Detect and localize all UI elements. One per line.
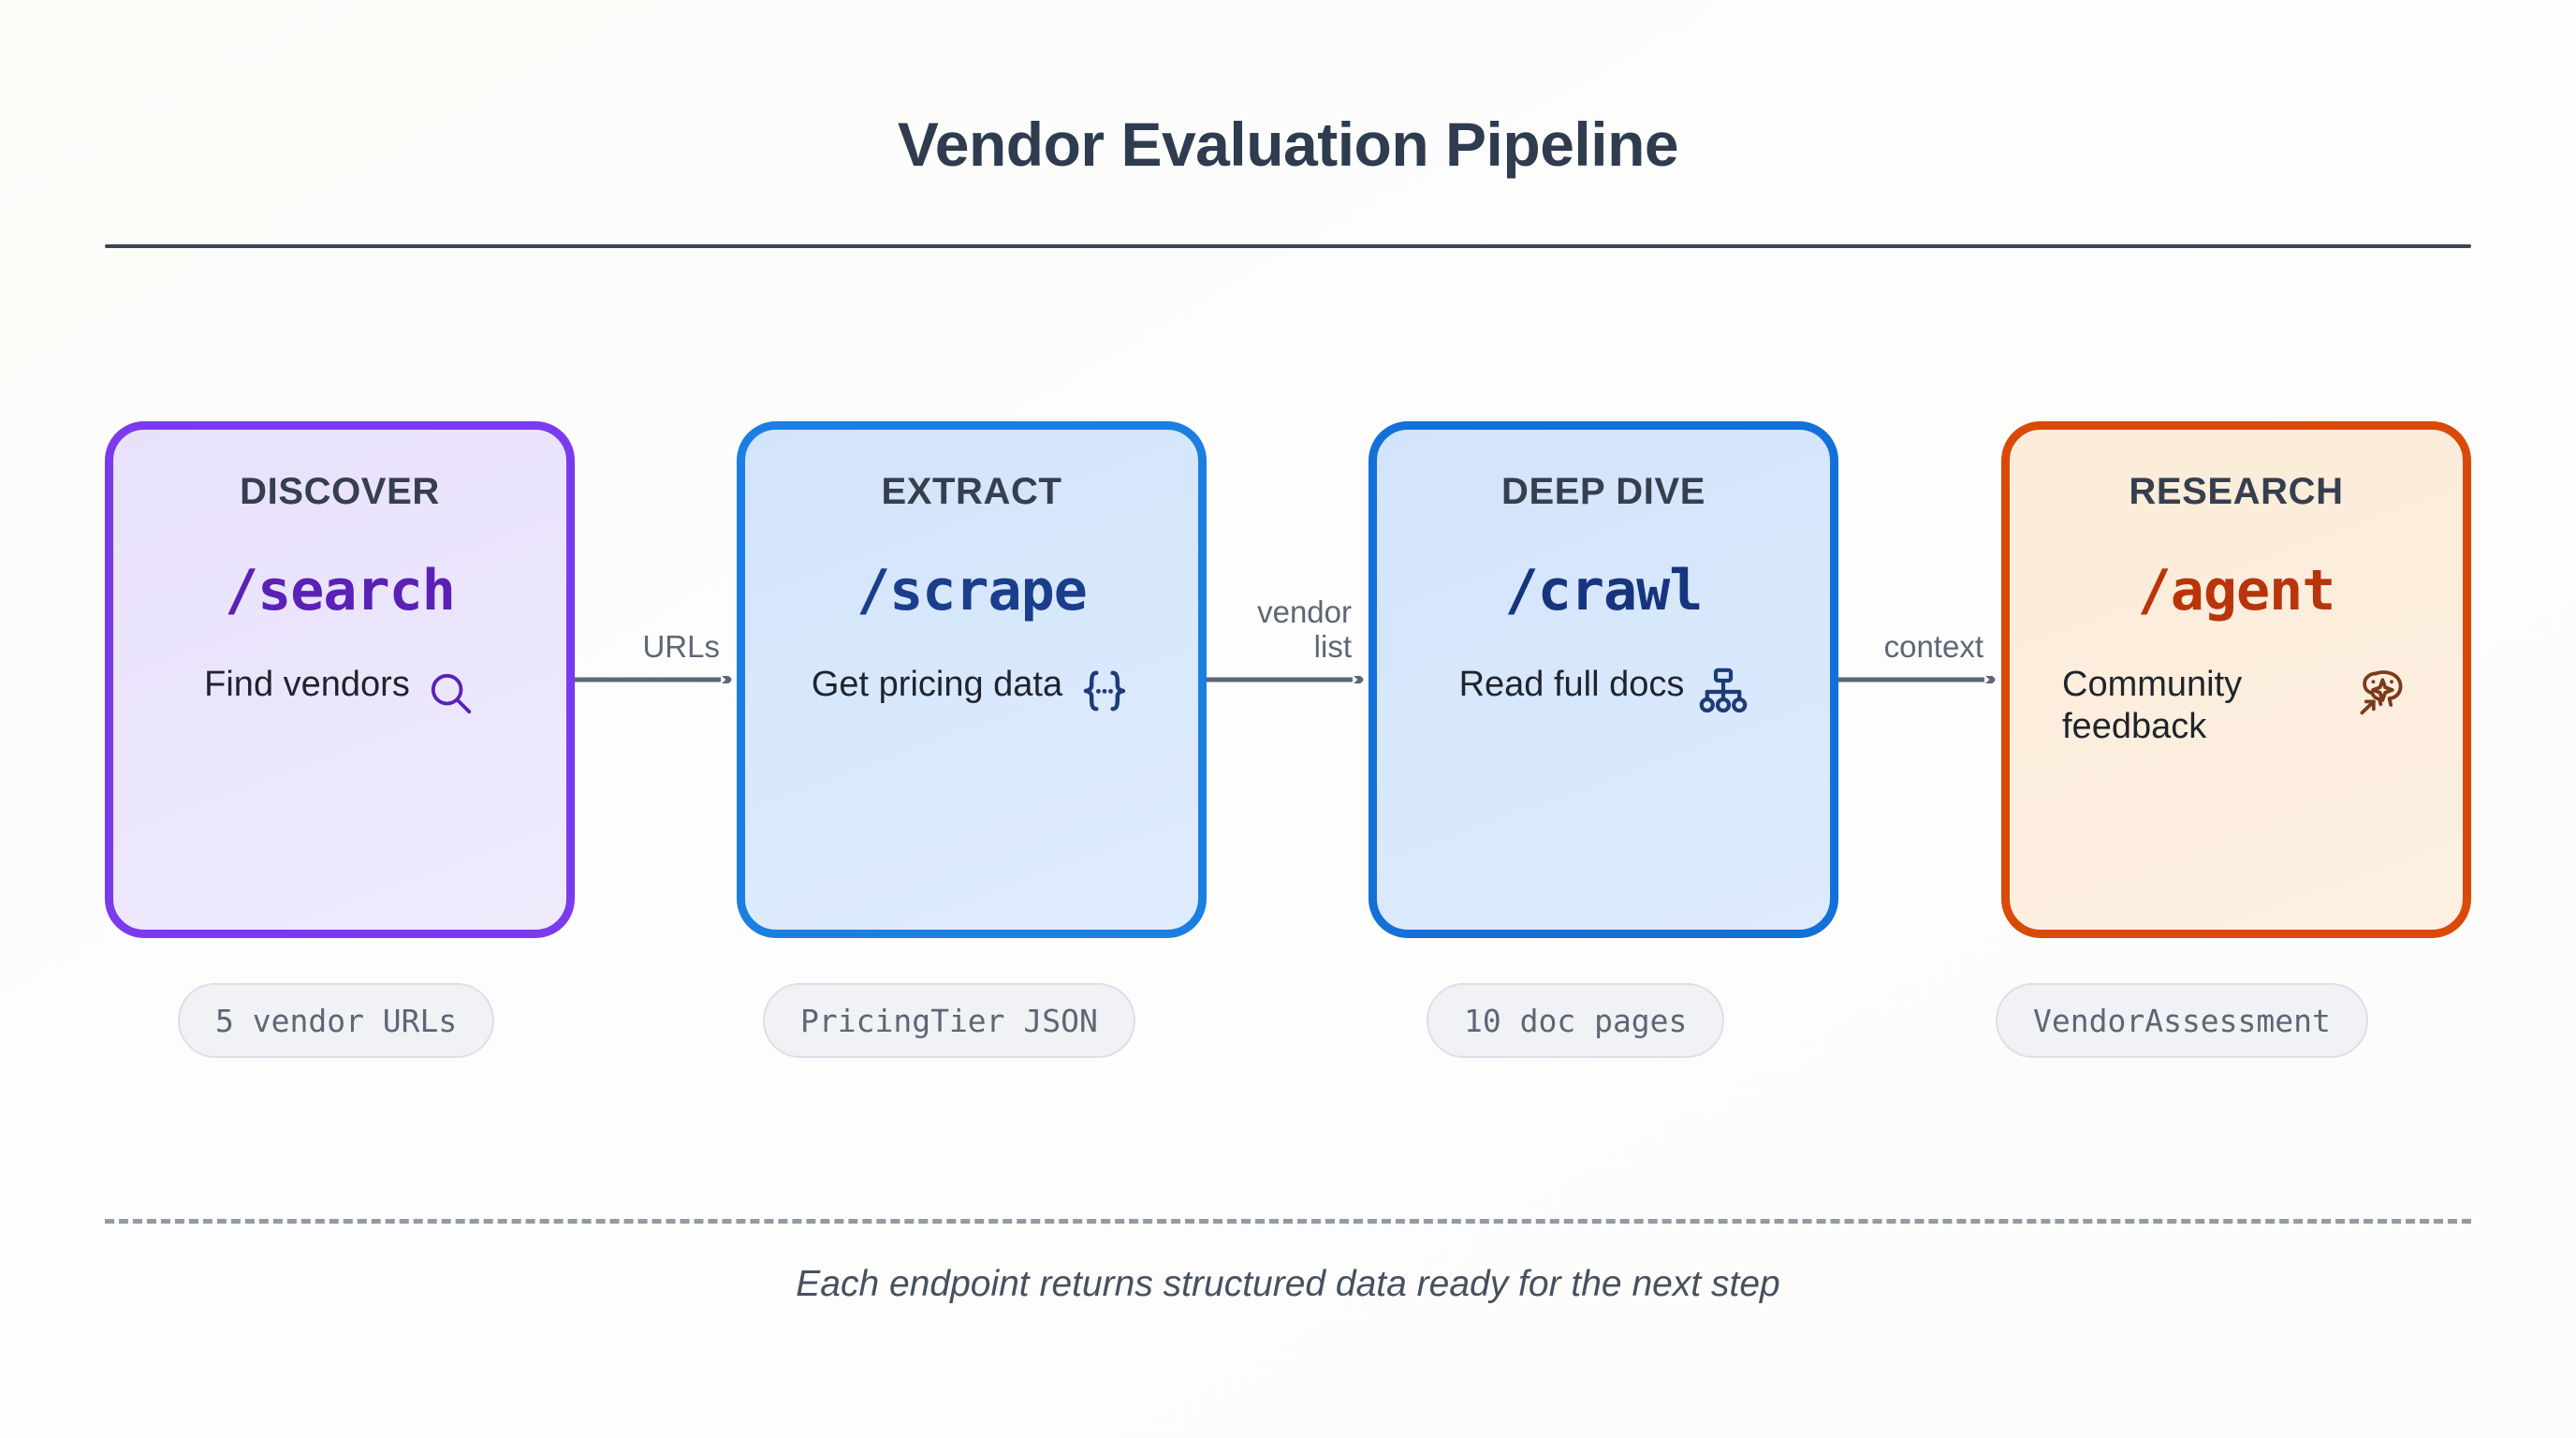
stage-description: Find vendors [204, 665, 410, 704]
stage-kicker: RESEARCH [2129, 471, 2344, 512]
stage-kicker: DEEP DIVE [1500, 471, 1706, 512]
stage-output-badge: 5 vendor URLs [178, 983, 495, 1058]
page-title: Vendor Evaluation Pipeline [897, 110, 1679, 179]
stage-output-badge: 10 doc pages [1427, 983, 1725, 1058]
stage-endpoint: /search [225, 558, 456, 624]
connector-extract-deepdive: vendor list [1207, 421, 1368, 938]
pipeline-stage-discover[interactable]: DISCOVER /search Find vendors [105, 421, 575, 938]
brain-sparkle-icon [2358, 668, 2410, 721]
connector-label: context [1883, 629, 1983, 665]
title-block: Vendor Evaluation Pipeline [0, 110, 2576, 179]
stage-endpoint: /scrape [856, 558, 1088, 624]
arrow-icon [1838, 676, 1996, 683]
stage-description: Community feedback [2062, 665, 2243, 746]
arrow-icon [575, 676, 732, 683]
connector-label: vendor list [1257, 594, 1352, 665]
stage-description-row: Read full docs [1414, 664, 1793, 719]
stage-description-row: Community feedback [2047, 664, 2425, 748]
stage-output-badge: PricingTier JSON [763, 983, 1135, 1058]
magnifier-icon [425, 668, 476, 723]
stage-description: Get pricing data [811, 665, 1063, 704]
sitemap-icon [1699, 668, 1748, 719]
connector-discover-extract: URLs [575, 421, 737, 938]
pipeline-stage-research[interactable]: RESEARCH /agent Community feedback [2001, 421, 2471, 938]
arrow-icon [1207, 676, 1364, 683]
stage-kicker: DISCOVER [240, 471, 440, 512]
stage-description-row: Get pricing data [783, 664, 1161, 719]
stage-endpoint: /agent [2137, 558, 2336, 624]
footer-note: Each endpoint returns structured data re… [796, 1264, 1780, 1304]
stage-endpoint: /crawl [1504, 558, 1704, 624]
stage-outputs-row: 5 vendor URLs PricingTier JSON 10 doc pa… [105, 983, 2471, 1058]
pipeline-row: DISCOVER /search Find vendors URLs [105, 421, 2471, 938]
connector-deepdive-research: context [1838, 421, 2000, 938]
title-divider [105, 244, 2471, 248]
stage-description-row: Find vendors [151, 664, 529, 723]
footer-divider [105, 1219, 2471, 1224]
connector-label: URLs [642, 629, 720, 665]
json-braces-icon [1077, 668, 1132, 719]
stage-description: Read full docs [1458, 665, 1685, 704]
stage-output-badge: VendorAssessment [1996, 983, 2368, 1058]
pipeline-stage-deep-dive[interactable]: DEEP DIVE /crawl Read full docs [1368, 421, 1838, 938]
stage-kicker: EXTRACT [881, 471, 1062, 512]
pipeline-stage-extract[interactable]: EXTRACT /scrape Get pricing data [737, 421, 1207, 938]
